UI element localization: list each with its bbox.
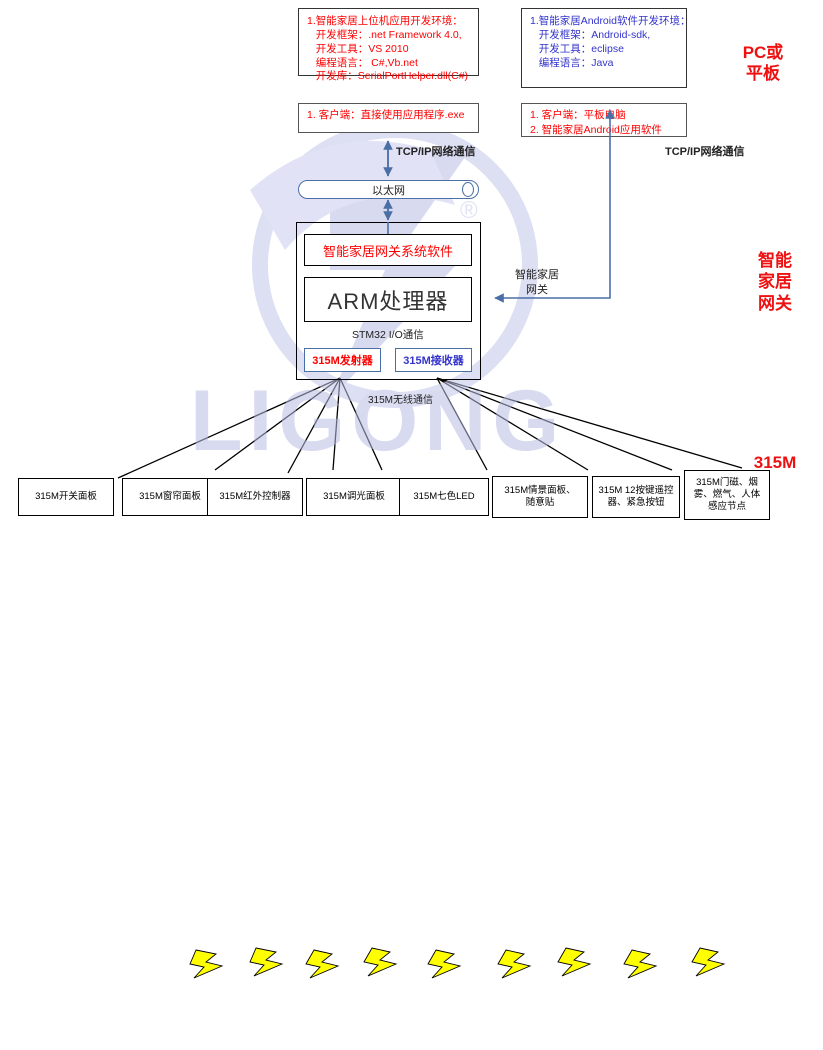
device-label-line-1: 315M情景面板、: [504, 485, 576, 497]
android-dev-line-4: 编程语言：Java: [530, 56, 614, 69]
android-client-line-1: 1. 客户端：平板电脑: [530, 109, 626, 121]
device-box-sensor-nodes: 315M门磁、烟 雾、燃气、人体 感应节点: [684, 470, 770, 520]
bolt-icon: [305, 949, 340, 979]
pc-dev-line-4: 编程语言： C#,Vb.net: [307, 56, 418, 69]
bolt-icon: [249, 947, 284, 977]
device-box-curtain-panel: 315M窗帘面板: [122, 478, 218, 516]
tier-label-315m: 315M: [753, 453, 797, 472]
device-label: 315M七色LED: [413, 491, 475, 503]
device-box-ir-controller: 315M红外控制器: [207, 478, 303, 516]
diagram-canvas: ® LIGONG: [18, 8, 810, 979]
tier-label-gateway-line-1: 智能: [758, 251, 792, 270]
bolt-icon: [363, 947, 398, 977]
device-label-line-1: 315M门磁、烟: [696, 477, 758, 489]
tier-label-pc-tablet: PC或 平板: [718, 42, 808, 85]
tier-label-pc-line-1: PC或: [742, 43, 784, 62]
bolt-icon: [497, 949, 532, 979]
pc-dev-line-1: 1.智能家居上位机应用开发环境：: [307, 15, 463, 27]
bolt-icon: [623, 949, 658, 979]
device-box-scene-panel: 315M情景面板、 随意贴: [492, 476, 588, 518]
android-dev-environment-box: 1.智能家居Android软件开发环境： 开发框架：Android-sdk, 开…: [521, 8, 691, 88]
device-label: 315M红外控制器: [219, 491, 291, 503]
tier-label-gateway: 智能 家居 网关: [740, 250, 810, 314]
device-label-line-2: 雾、燃气、人体: [693, 489, 761, 501]
device-label-line-1: 315M 12按键遥控: [598, 485, 674, 497]
gateway-annotation-line-2: 网关: [526, 283, 548, 296]
gateway-annotation-line-1: 智能家居: [515, 269, 559, 281]
android-dev-line-3: 开发工具：eclipse: [530, 42, 624, 55]
device-box-switch-panel: 315M开关面板: [18, 478, 114, 516]
device-box-dimmer-panel: 315M调光面板: [306, 478, 402, 516]
android-dev-line-1: 1.智能家居Android软件开发环境：: [530, 15, 691, 27]
tier-label-gateway-line-2: 家居: [758, 272, 792, 292]
pc-client-line-1: 1. 客户端：直接使用应用程序.exe: [307, 109, 465, 121]
tier-label-gateway-line-3: 网关: [758, 293, 792, 313]
rf-communication-label: 315M无线通信: [368, 395, 434, 406]
pc-dev-line-2: 开发框架：.net Framework 4.0,: [307, 28, 462, 41]
tier-label-pc-line-2: 平板: [746, 64, 780, 84]
bolt-icon: [189, 949, 224, 979]
device-label: 315M调光面板: [323, 491, 385, 503]
device-box-rgb-led: 315M七色LED: [399, 478, 489, 516]
pc-dev-line-5: 开发库：SerialPortHelper.dll(C#): [307, 70, 469, 83]
blue-arrow-layer: [383, 109, 615, 303]
bolt-icon: [691, 947, 726, 977]
device-label: 315M开关面板: [35, 491, 97, 503]
gateway-annotation: 智能家居 网关: [500, 268, 574, 298]
device-label-line-3: 感应节点: [707, 500, 746, 512]
pc-dev-environment-box: 1.智能家居上位机应用开发环境： 开发框架：.net Framework 4.0…: [298, 8, 479, 82]
bolt-icon: [557, 947, 592, 977]
android-dev-line-2: 开发框架：Android-sdk,: [530, 28, 651, 41]
device-label-line-2: 器、紧急按钮: [607, 497, 665, 508]
tcpip-label-left: TCP/IP网络通信: [396, 146, 476, 158]
tcpip-label-right: TCP/IP网络通信: [665, 146, 745, 158]
device-label: 315M窗帘面板: [139, 491, 201, 503]
bolt-icon: [427, 949, 462, 979]
rf-lightning-bolts: [189, 947, 726, 979]
pc-dev-line-3: 开发工具：VS 2010: [307, 42, 409, 55]
device-label-line-2: 随意贴: [525, 497, 555, 508]
device-box-remote-control: 315M 12按键遥控 器、紧急按钮: [592, 476, 680, 518]
